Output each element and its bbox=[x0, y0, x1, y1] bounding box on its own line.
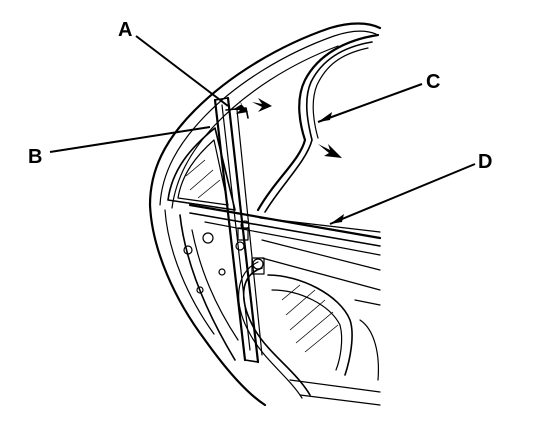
weatherstrip bbox=[256, 33, 380, 213]
door-frame-outline bbox=[148, 22, 382, 407]
division-channel bbox=[213, 96, 263, 364]
callout-b: B bbox=[28, 146, 42, 168]
removal-arrow-a bbox=[232, 98, 272, 114]
callout-c: C bbox=[426, 71, 440, 93]
leader-d bbox=[329, 163, 476, 225]
callout-d: D bbox=[478, 151, 492, 173]
removal-arrow-c bbox=[318, 144, 342, 158]
callout-a: A bbox=[118, 19, 132, 41]
quarter-glass bbox=[167, 127, 236, 211]
fastener-clips bbox=[183, 220, 265, 294]
leader-c bbox=[317, 83, 423, 123]
leader-b bbox=[49, 126, 211, 153]
door-cable bbox=[238, 261, 311, 399]
leader-a bbox=[135, 35, 229, 107]
access-window-hatching bbox=[281, 284, 339, 353]
inner-door-panel bbox=[179, 214, 381, 406]
belt-molding bbox=[188, 203, 382, 256]
